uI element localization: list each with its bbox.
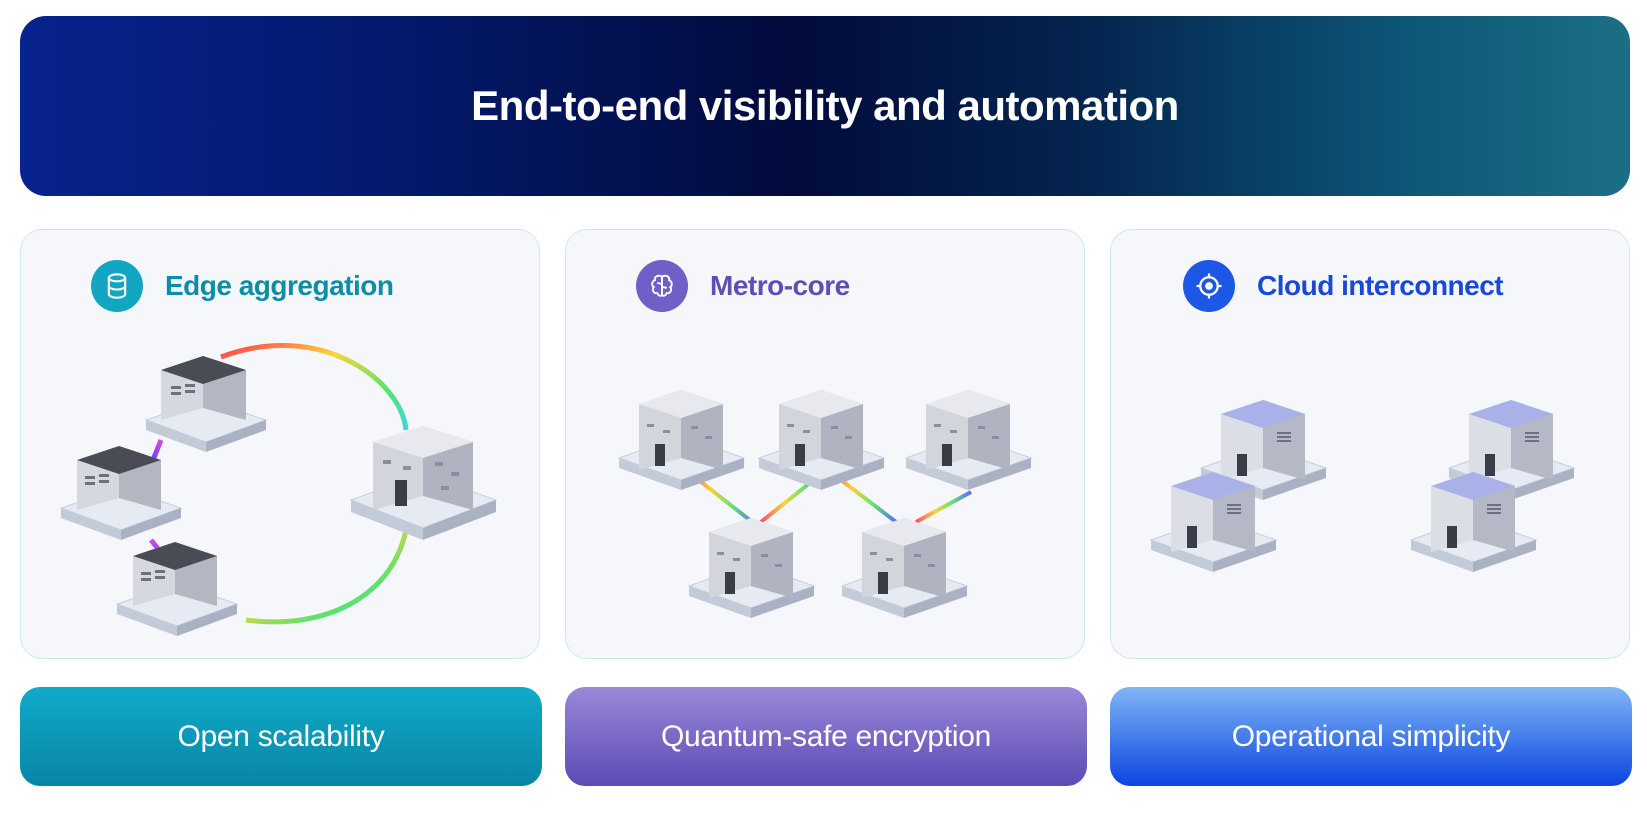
card-title: Edge aggregation [165,270,394,301]
building-edge-2 [59,446,183,540]
target-icon [1183,260,1235,312]
card-header: Edge aggregation [91,260,394,312]
card-header: Cloud interconnect [1183,260,1504,312]
banner-title: End-to-end visibility and automation [471,82,1179,129]
building-metro-1 [617,390,746,490]
building-edge-hub [349,426,498,540]
building-edge-3 [115,542,239,636]
pill-label: Open scalability [177,719,385,753]
edge-aggregation-diagram [59,343,498,636]
pill-label: Operational simplicity [1231,719,1511,753]
pill-quantum-safe-encryption: Quantum-safe encryption [565,687,1087,786]
card-cloud-interconnect: Cloud interconnect [1110,229,1630,659]
database-icon [91,260,143,312]
building-cloud-3 [1149,472,1278,572]
building-metro-5 [840,518,969,618]
cloud-interconnect-diagram [1149,400,1576,572]
building-metro-2 [757,390,886,490]
card-edge-aggregation: Edge aggregation [20,229,540,659]
link-arc-top [220,343,409,431]
link-arc-bottom [245,529,409,625]
card-metro-core: Metro-core [565,229,1085,659]
building-metro-4 [687,518,816,618]
pill-open-scalability: Open scalability [20,687,542,786]
pill-operational-simplicity: Operational simplicity [1110,687,1632,786]
brain-icon [636,260,688,312]
pill-label: Quantum-safe encryption [661,719,991,753]
header-banner: End-to-end visibility and automation [20,16,1630,196]
card-title: Cloud interconnect [1257,270,1504,301]
building-edge-1 [144,356,268,452]
metro-core-diagram [617,390,1033,618]
building-cloud-4 [1409,472,1538,572]
card-title: Metro-core [710,270,850,301]
building-metro-3 [904,390,1033,490]
card-header: Metro-core [636,260,850,312]
